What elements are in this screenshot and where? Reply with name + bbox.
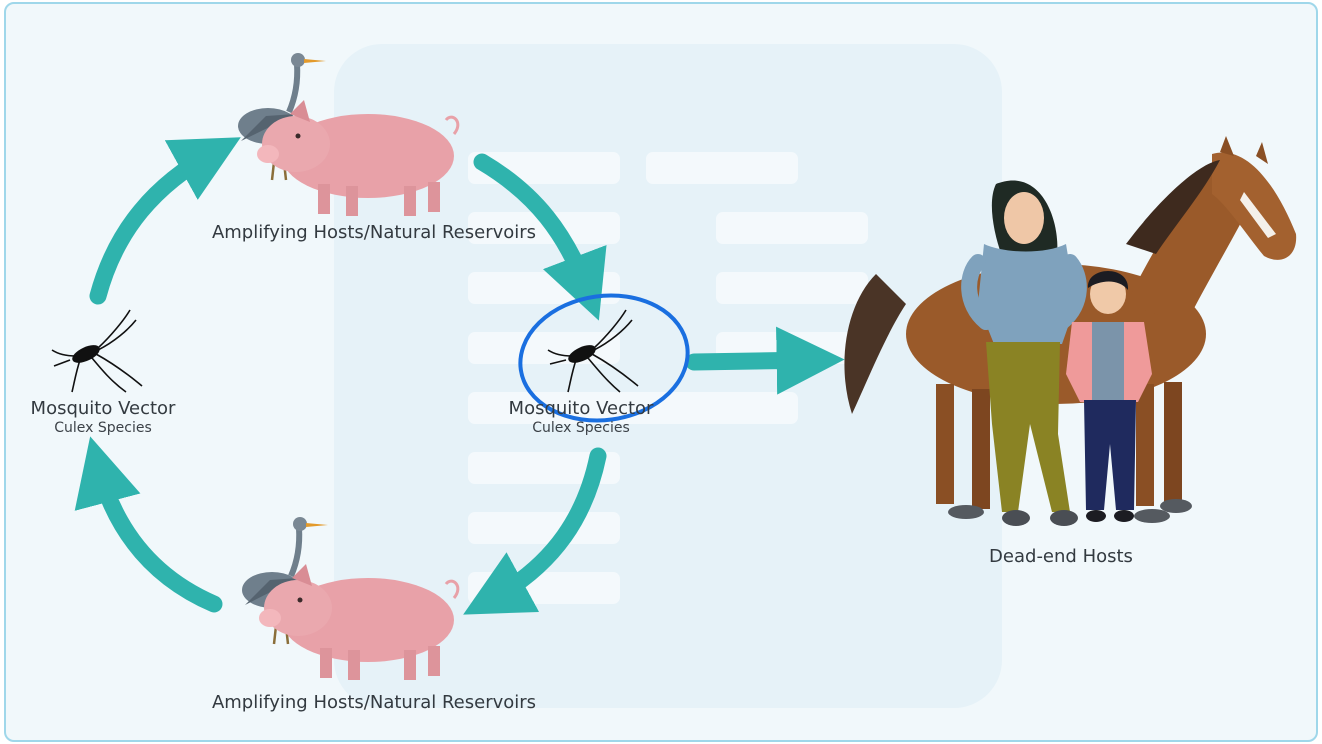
pig-icon: [259, 564, 460, 680]
arrow-icon: [89, 137, 241, 305]
pig-icon: [257, 100, 460, 216]
ghost-row: [468, 512, 620, 544]
mosquito-icon: [51, 309, 143, 393]
arrow-icon: [463, 447, 607, 615]
vector-center-title: Mosquito Vector: [508, 398, 654, 419]
arrow-icon: [685, 326, 845, 395]
vector-center-subtitle: Culex Species: [532, 420, 630, 436]
diagram-art: [51, 53, 1297, 680]
ghost-row: [716, 272, 868, 304]
diagram-canvas: Amplifying Hosts/Natural Reservoirs Ampl…: [4, 2, 1318, 742]
ghost-row: [468, 392, 798, 424]
arrow-icon: [74, 436, 223, 613]
vector-left-subtitle: Culex Species: [54, 420, 152, 436]
boy-icon: [1066, 271, 1152, 522]
ghost-row: [646, 152, 798, 184]
vector-left-title: Mosquito Vector: [30, 398, 176, 419]
woman-icon: [961, 180, 1087, 526]
reservoir-bottom-label: Amplifying Hosts/Natural Reservoirs: [211, 692, 537, 713]
mosquito-icon: [547, 309, 639, 393]
annotation-circle: [518, 293, 690, 423]
dead-end-hosts-label: Dead-end Hosts: [989, 546, 1133, 567]
background-panel: [334, 44, 1002, 708]
ghost-row: [716, 212, 868, 244]
arrow-icon: [473, 153, 607, 321]
reservoir-top-label: Amplifying Hosts/Natural Reservoirs: [211, 222, 537, 243]
horse-icon: [844, 136, 1297, 523]
